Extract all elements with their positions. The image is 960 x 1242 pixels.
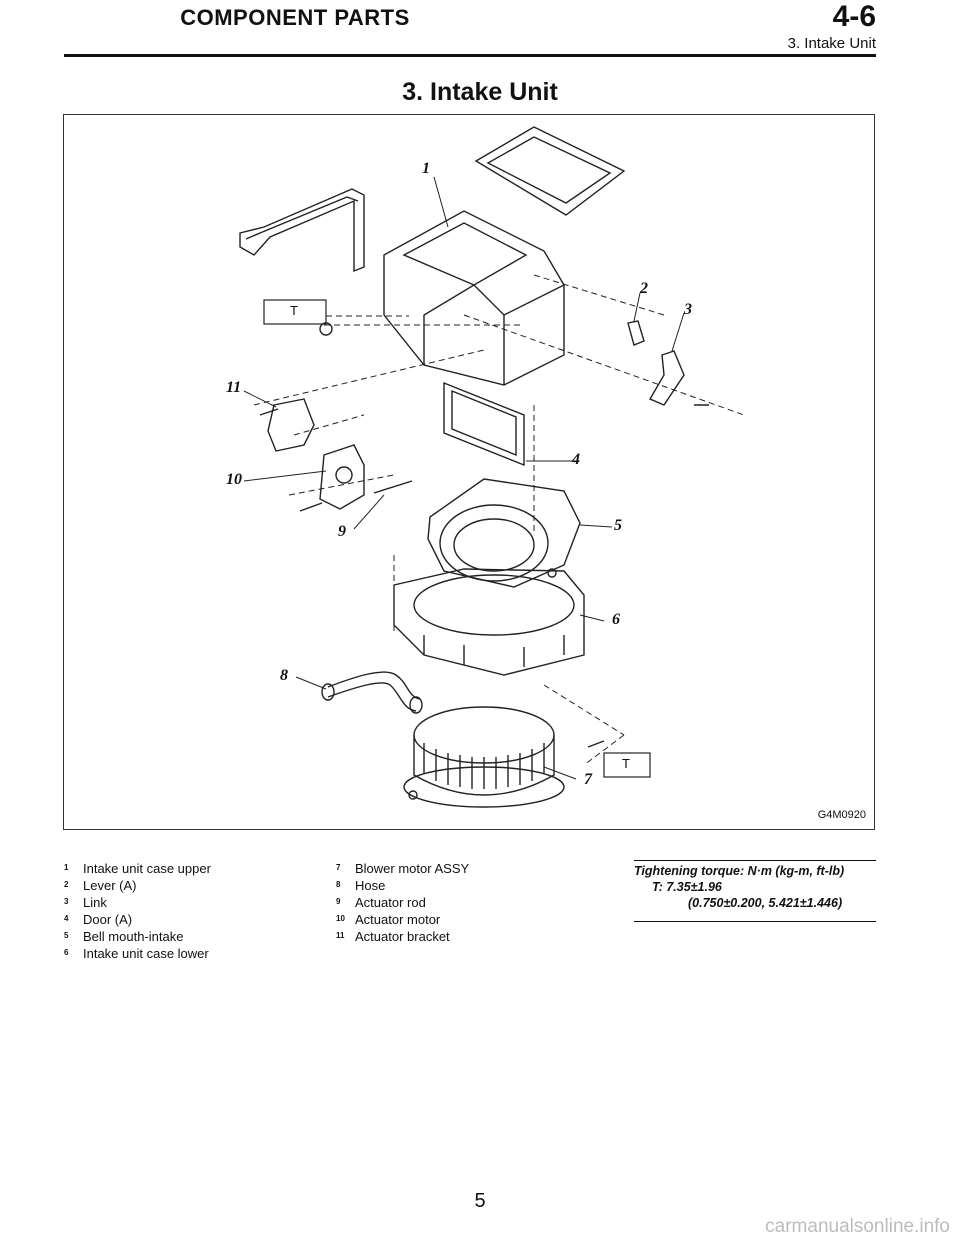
torque-value: T: 7.35±1.96: [652, 880, 722, 894]
callout-2: 2: [640, 280, 648, 297]
exploded-diagram: 1 2 3 4 5 6 7 8 9 10 11 T T G4M0920: [63, 114, 875, 830]
header-subtitle: 3. Intake Unit: [787, 35, 876, 52]
torque-heading: Tightening torque: N·m (kg-m, ft-lb): [634, 864, 845, 878]
callout-11: 11: [226, 379, 242, 396]
callout-1: 1: [422, 160, 430, 177]
torque-spec: Tightening torque: N·m (kg-m, ft-lb) T: …: [634, 860, 876, 922]
callout-6: 6: [612, 611, 620, 628]
assembly-lines: [253, 274, 745, 766]
leader-lines: [243, 176, 685, 780]
callout-9: 9: [338, 523, 346, 540]
page-heading: 3. Intake Unit: [402, 78, 558, 106]
header-title: COMPONENT PARTS: [180, 5, 410, 30]
figure-code: G4M0920: [817, 809, 866, 821]
callout-4: 4: [572, 451, 580, 468]
watermark: carmanualsonline.info: [765, 1216, 950, 1237]
callout-7: 7: [584, 771, 592, 788]
header-rule: [64, 54, 876, 57]
page-number: 5: [474, 1190, 486, 1212]
callout-10: 10: [226, 471, 242, 488]
section-number: 4-6: [832, 0, 876, 33]
torque-marker: T: [622, 756, 630, 771]
callout-5: 5: [614, 517, 622, 534]
callout-3: 3: [684, 301, 692, 318]
callout-8: 8: [280, 667, 288, 684]
torque-marker: T: [290, 303, 298, 318]
diagram-drawing: [239, 126, 745, 808]
torque-conversion: (0.750±0.200, 5.421±1.446): [688, 896, 843, 910]
